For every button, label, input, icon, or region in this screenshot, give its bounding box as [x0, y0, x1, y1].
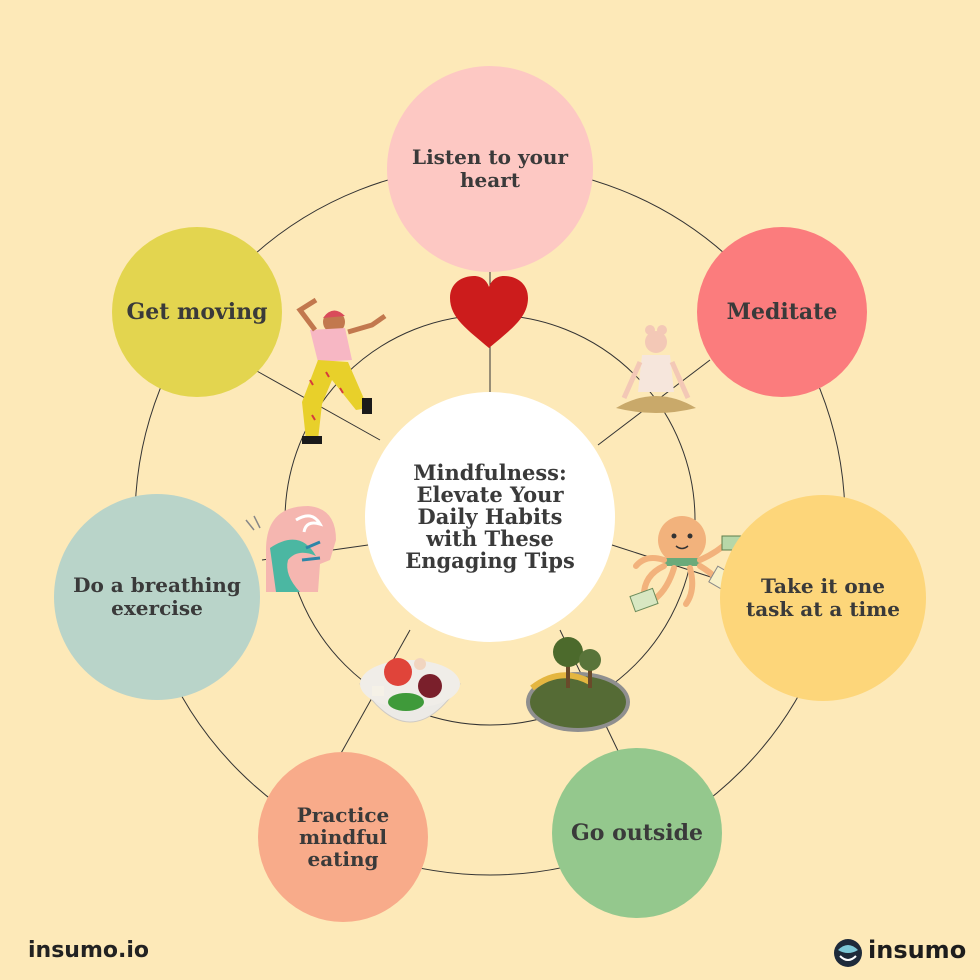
heart-icon: [450, 276, 528, 348]
tip-label: Do a breathing exercise: [73, 573, 241, 620]
footer-brand-name: insumo: [868, 936, 967, 964]
tip-label: Listen to your heart: [412, 145, 568, 192]
meditating-person-icon: [616, 325, 696, 413]
dancing-person-icon: [296, 297, 387, 444]
footer-brand-logo: insumo: [832, 936, 966, 964]
tip-mindful-eating: Practice mindful eating: [258, 752, 428, 922]
tip-one-task-at-a-time: Take it one task at a time: [720, 495, 926, 701]
footer-brand-url: insumo.io: [28, 938, 150, 963]
center-title-circle: Mindfulness: Elevate Your Daily Habits w…: [365, 392, 615, 642]
tip-label: Get moving: [126, 299, 268, 325]
breathing-head-icon: [245, 506, 336, 592]
tip-label: Take it one task at a time: [745, 574, 901, 621]
tip-breathing-exercise: Do a breathing exercise: [54, 494, 260, 700]
tip-listen-to-heart: Listen to your heart: [387, 66, 593, 272]
tip-label: Meditate: [726, 299, 838, 325]
tip-label: Go outside: [570, 820, 704, 846]
tip-label: Practice mindful eating: [296, 803, 390, 871]
tip-get-moving: Get moving: [112, 227, 282, 397]
tip-meditate: Meditate: [697, 227, 867, 397]
center-title: Mindfulness: Elevate Your Daily Habits w…: [405, 460, 575, 573]
logo-spacer: [832, 936, 860, 964]
trees-hill-icon: [526, 637, 630, 732]
tip-go-outside: Go outside: [552, 748, 722, 918]
salad-bowl-icon: [359, 658, 461, 723]
insumo-logo-icon: [834, 939, 862, 967]
